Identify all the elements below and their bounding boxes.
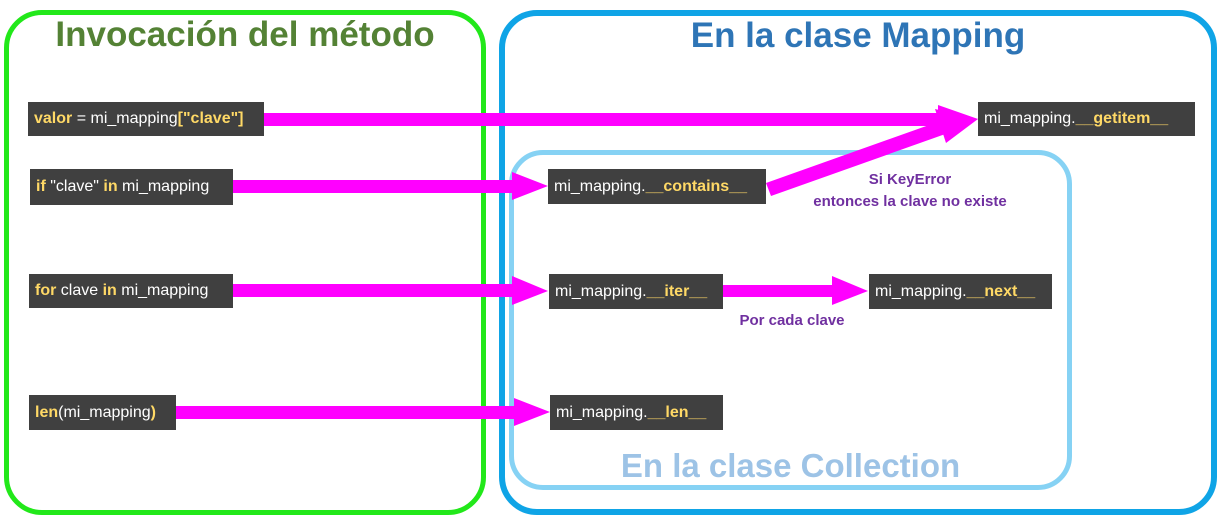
method-next: mi_mapping.__next__	[869, 274, 1052, 309]
keyword-len: len	[35, 403, 59, 421]
method-next-prefix: mi_mapping.	[875, 282, 967, 300]
arrow-len-head	[514, 398, 550, 426]
arrow-contains-getitem-shaft	[766, 119, 951, 196]
keyword-close-paren: )	[150, 403, 156, 421]
method-getitem-prefix: mi_mapping.	[984, 110, 1076, 127]
keyword-for: for	[35, 282, 57, 299]
mapping-class-panel	[499, 10, 1217, 515]
keyword-valor: valor	[34, 110, 73, 127]
invocation-contains-clave: "clave"	[45, 178, 104, 195]
invocation-panel	[4, 10, 486, 515]
invocation-contains: if "clave" in mi_mapping	[30, 169, 233, 205]
arrow-next-head	[832, 276, 868, 305]
method-iter-name: __iter__	[646, 282, 708, 300]
keyword-in: in	[102, 282, 117, 299]
invocation-contains-target: mi_mapping	[117, 178, 210, 195]
por-cada-clave-note: Por cada clave	[739, 312, 845, 329]
invocation-iter-target: mi_mapping	[116, 282, 209, 299]
invocation-iter: for clave in mi_mapping	[29, 274, 233, 308]
collection-panel-title: En la clase Collection	[620, 447, 961, 484]
arrow-getitem-shaft	[264, 113, 944, 126]
method-iter-prefix: mi_mapping.	[555, 282, 647, 300]
arrow-next-shaft	[723, 285, 836, 297]
invocation-getitem: valor = mi_mapping["clave"]	[28, 102, 264, 136]
invocation-len-arg: (mi_mapping	[58, 403, 151, 421]
arrow-contains-shaft	[233, 180, 518, 193]
invocation-panel-title: Invocación del método	[55, 15, 435, 54]
method-getitem-name: __getitem__	[1075, 110, 1169, 127]
invocation-iter-clave: clave	[56, 282, 103, 299]
arrow-len-shaft	[176, 406, 520, 419]
method-contains: mi_mapping.__contains__	[548, 169, 766, 204]
method-next-name: __next__	[966, 282, 1036, 300]
collection-class-panel	[509, 150, 1072, 490]
method-iter: mi_mapping.__iter__	[549, 274, 723, 309]
mapping-panel-title: En la clase Mapping	[690, 16, 1026, 55]
keyerror-note: Si KeyError entonces la clave no existe	[790, 169, 1030, 213]
keyword-in: in	[103, 178, 118, 195]
invocation-len: len(mi_mapping)	[29, 395, 176, 430]
method-len-prefix: mi_mapping.	[556, 403, 648, 421]
method-getitem: mi_mapping.__getitem__	[978, 102, 1195, 136]
arrow-iter-head	[512, 276, 548, 305]
keyerror-note-line1: Si KeyError	[868, 171, 952, 188]
arrow-contains-head	[512, 172, 548, 200]
keyerror-note-line2: entonces la clave no existe	[813, 193, 1007, 210]
method-contains-name: __contains__	[645, 177, 747, 195]
invocation-getitem-mid: = mi_mapping	[72, 110, 178, 127]
method-len: mi_mapping.__len__	[550, 395, 723, 430]
keyword-if: if	[36, 178, 46, 195]
method-len-name: __len__	[647, 403, 707, 421]
keyword-clave-index: ["clave"]	[177, 110, 244, 127]
arrow-contains-getitem-head	[935, 109, 978, 143]
arrow-iter-shaft	[233, 284, 518, 297]
method-contains-prefix: mi_mapping.	[554, 177, 646, 195]
